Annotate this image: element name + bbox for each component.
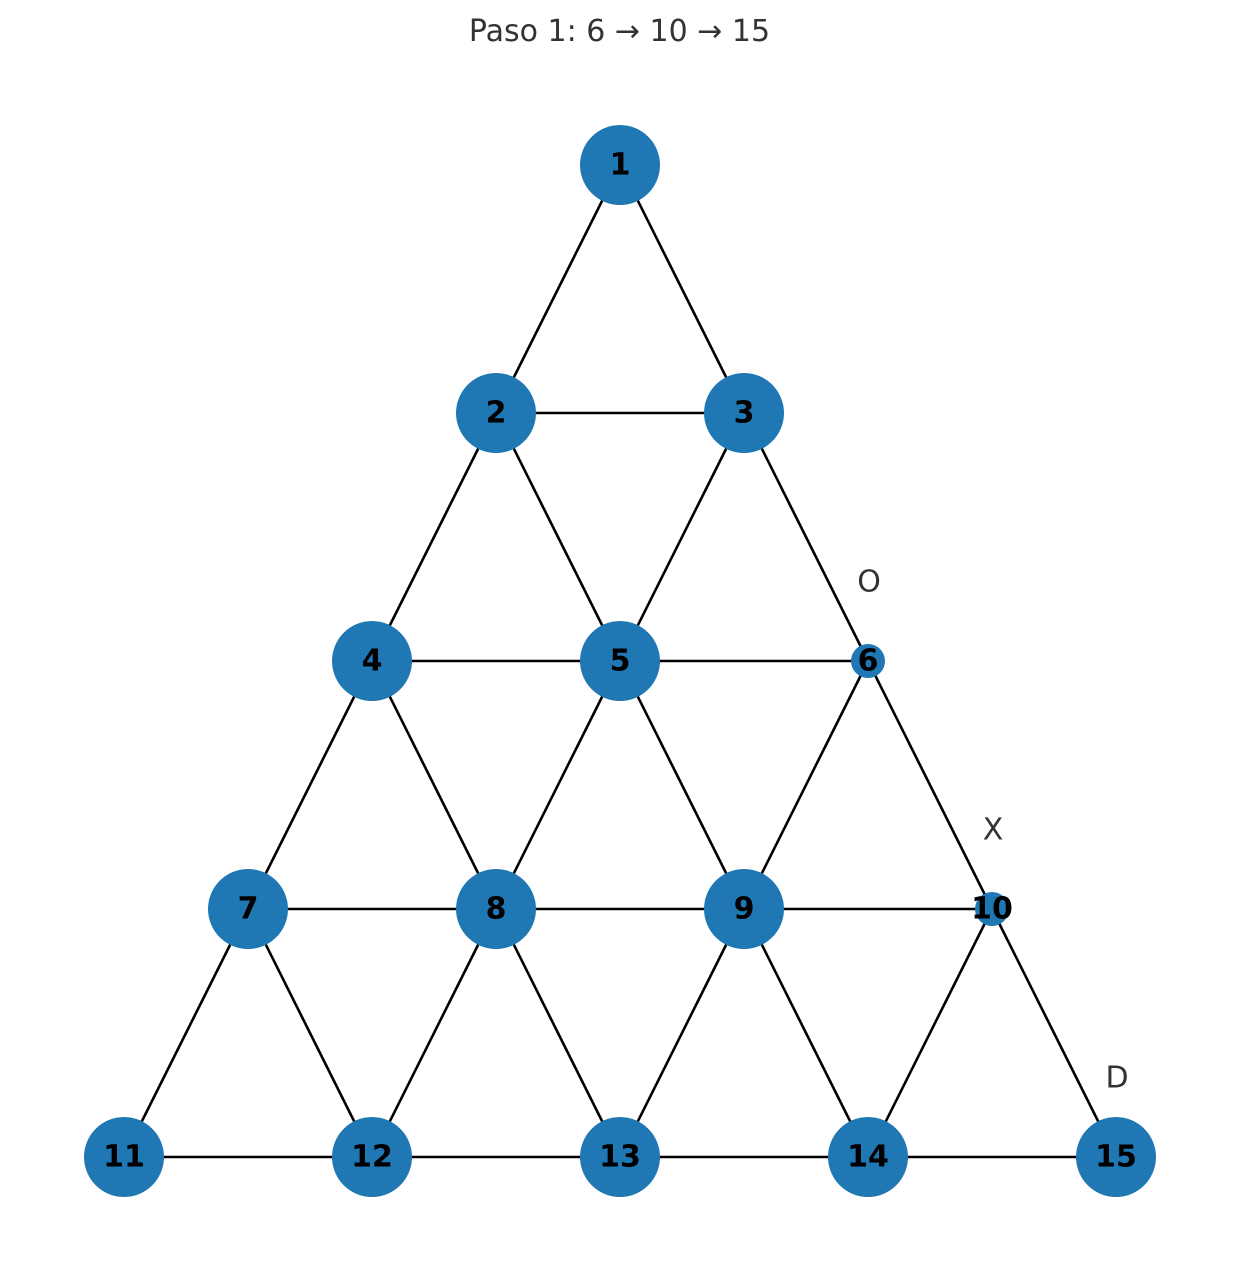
- peg-circle: [828, 1117, 908, 1197]
- node-8: 8: [456, 869, 536, 949]
- peg-circle: [208, 869, 288, 949]
- node-label: 5: [610, 644, 631, 679]
- node-label: 4: [362, 644, 383, 679]
- node-label: 1: [610, 148, 631, 183]
- node-4: 4: [332, 621, 412, 701]
- marker-o: O: [857, 565, 881, 600]
- node-label: 12: [351, 1140, 393, 1175]
- marker-x: X: [983, 813, 1004, 848]
- empty-hole-circle: [975, 892, 1009, 926]
- node-5: 5: [580, 621, 660, 701]
- peg-circle: [580, 125, 660, 205]
- edge-10-15: [990, 908, 1118, 1158]
- move-markers: O X D: [857, 565, 1128, 1096]
- peg-circle: [84, 1117, 164, 1197]
- node-label: 8: [486, 892, 507, 927]
- node-11: 11: [84, 1117, 164, 1197]
- node-label: 15: [1095, 1140, 1137, 1175]
- edge-8-12: [370, 908, 498, 1158]
- node-15: 15: [1076, 1117, 1156, 1197]
- node-7: 7: [208, 869, 288, 949]
- node-label: 11: [103, 1140, 145, 1175]
- node-label: 14: [847, 1140, 889, 1175]
- peg-circle: [580, 1117, 660, 1197]
- edge-3-5: [618, 412, 746, 662]
- marker-d: D: [1105, 1061, 1128, 1096]
- edge-5-8: [494, 660, 622, 910]
- node-label: 7: [238, 892, 259, 927]
- edge-2-4: [370, 412, 498, 662]
- peg-circle: [1076, 1117, 1156, 1197]
- edge-2-5: [494, 412, 622, 662]
- node-12: 12: [332, 1117, 412, 1197]
- peg-circle: [580, 621, 660, 701]
- edge-9-13: [618, 908, 746, 1158]
- edge-7-12: [246, 908, 374, 1158]
- peg-circle: [332, 621, 412, 701]
- edge-6-9: [742, 660, 870, 910]
- node-10: 10: [971, 892, 1013, 927]
- edge-4-7: [246, 660, 374, 910]
- node-14: 14: [828, 1117, 908, 1197]
- edge-4-8: [370, 660, 498, 910]
- node-label: 3: [734, 396, 755, 431]
- node-9: 9: [704, 869, 784, 949]
- node-1: 1: [580, 125, 660, 205]
- peg-circle: [704, 869, 784, 949]
- edge-8-13: [494, 908, 622, 1158]
- peg-circle: [332, 1117, 412, 1197]
- peg-circle: [704, 373, 784, 453]
- edge-10-14: [866, 908, 994, 1158]
- edge-1-2: [494, 164, 622, 414]
- peg-circle: [456, 869, 536, 949]
- node-13: 13: [580, 1117, 660, 1197]
- node-label: 9: [734, 892, 755, 927]
- edge-1-3: [618, 164, 746, 414]
- node-label: 2: [486, 396, 507, 431]
- edge-7-11: [122, 908, 250, 1158]
- edge-3-6: [742, 412, 870, 662]
- edge-5-9: [618, 660, 746, 910]
- board-edges: [122, 164, 1118, 1159]
- node-3: 3: [704, 373, 784, 453]
- empty-hole-circle: [851, 644, 885, 678]
- peg-circle: [456, 373, 536, 453]
- node-6: 6: [851, 644, 885, 679]
- node-label: 6: [858, 644, 879, 679]
- node-label: 13: [599, 1140, 641, 1175]
- node-2: 2: [456, 373, 536, 453]
- edge-6-10: [866, 660, 994, 910]
- node-label: 10: [971, 892, 1013, 927]
- diagram-title: Paso 1: 6 → 10 → 15: [468, 14, 771, 49]
- edge-9-14: [742, 908, 870, 1158]
